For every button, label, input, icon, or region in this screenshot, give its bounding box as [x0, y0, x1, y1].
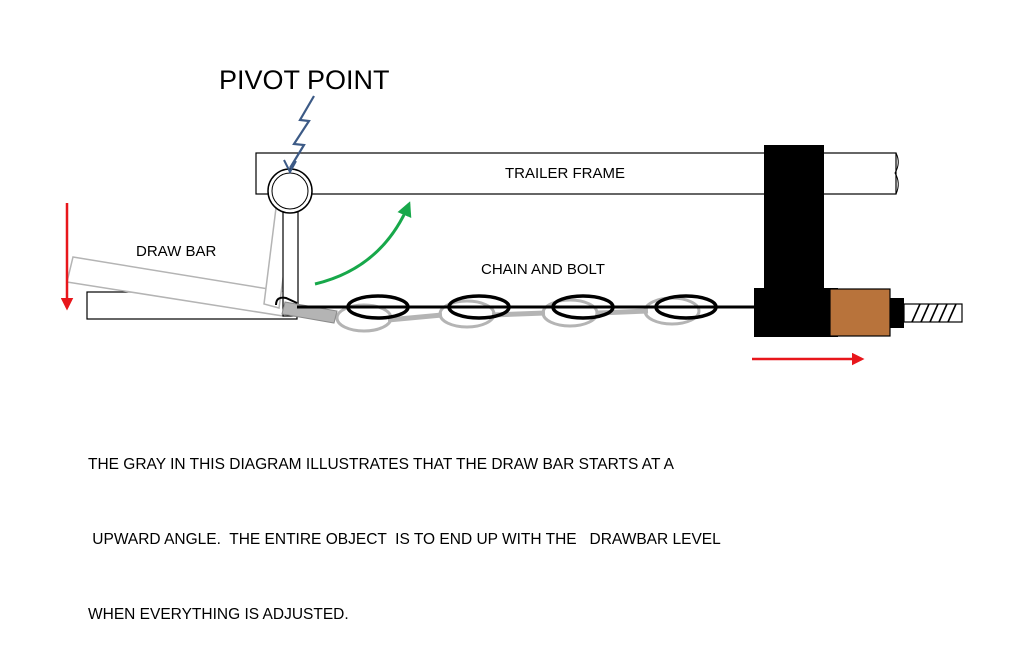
explanation-caption: THE GRAY IN THIS DIAGRAM ILLUSTRATES THA… [88, 402, 988, 652]
frame-bracket-lower [754, 288, 838, 337]
gray-chain-link [438, 299, 496, 329]
caption-line-2: UPWARD ANGLE. THE ENTIRE OBJECT IS TO EN… [88, 531, 721, 548]
trailer-frame-break-edge [894, 152, 899, 195]
draw-bar-label: DRAW BAR [136, 243, 216, 260]
diagram-canvas: TRAILER FRAME DRAW BAR PIVOT POINT CHAIN… [60, 65, 963, 366]
pivot-pointer-head [283, 159, 297, 175]
caption-line-1: THE GRAY IN THIS DIAGRAM ILLUSTRATES THA… [88, 456, 674, 473]
black-chain-link [346, 294, 410, 320]
washer [890, 298, 904, 328]
adjusting-nut [829, 288, 891, 337]
black-chain-link [551, 294, 615, 320]
rotation-arrow-icon [314, 201, 412, 286]
pivot-point-title: PIVOT POINT [219, 65, 390, 95]
caption-line-3: WHEN EVERYTHING IS ADJUSTED. [88, 606, 349, 623]
gray-hook [281, 301, 338, 324]
gray-link-connector [387, 312, 443, 323]
pivot-pointer-icon [289, 95, 315, 169]
gray-chain-link [643, 296, 701, 326]
chain-hook [275, 296, 298, 306]
frame-bracket-upper [764, 145, 824, 290]
chain-and-bolt-label: CHAIN AND BOLT [481, 261, 605, 278]
black-chain-link [447, 294, 511, 320]
bolt-threads [911, 303, 957, 323]
trailer-frame-label: TRAILER FRAME [505, 165, 625, 182]
black-chain-link [654, 294, 718, 320]
pivot-bushing-inner [271, 172, 309, 210]
gray-chain-link [541, 298, 599, 328]
